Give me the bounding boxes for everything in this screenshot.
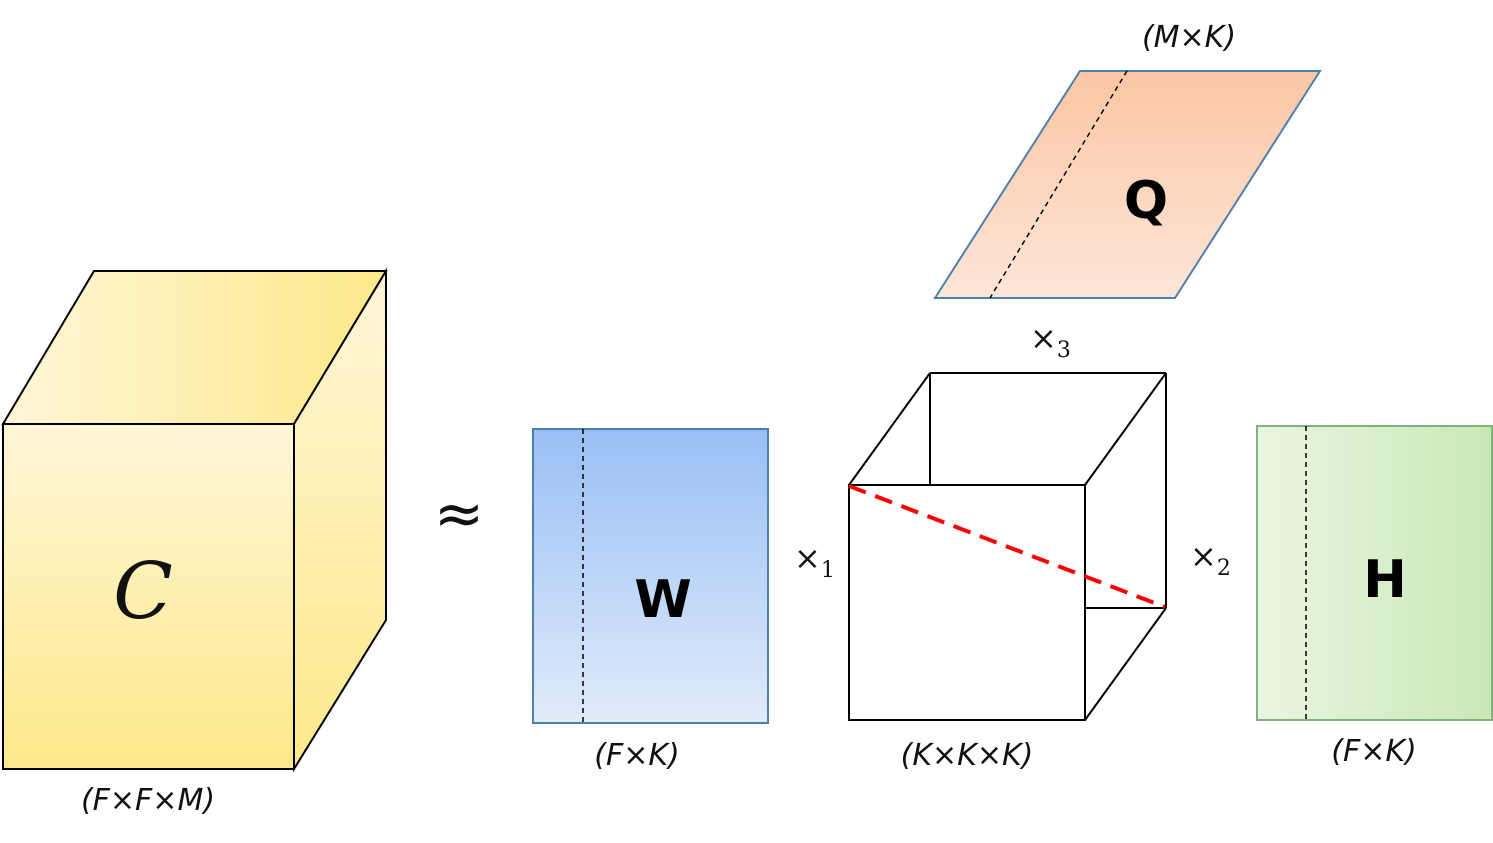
matrix-h-dims: (F×K) (1331, 734, 1416, 769)
matrix-q-symbol: Q (1124, 171, 1168, 231)
tensor-c: C (F×F×M) (1, 267, 388, 818)
matrix-h-body (1256, 425, 1493, 721)
tensor-c-symbol: C (113, 547, 173, 637)
matrix-w-dims: (F×K) (594, 738, 679, 773)
mode3-product-operator: ×3 (1030, 319, 1071, 363)
core-tensor-bottom-right-depth-edge (1084, 607, 1167, 721)
mode2-product-index: 2 (1217, 556, 1231, 581)
core-tensor-front-face (848, 484, 1086, 721)
tensor-c-dims: (F×F×M) (81, 783, 215, 818)
svg-text:×1: ×1 (794, 539, 835, 583)
svg-text:×3: ×3 (1030, 319, 1071, 363)
matrix-h-symbol: H (1363, 550, 1407, 610)
core-tensor-superdiagonal (848, 484, 1166, 609)
tensor-c-front-face (2, 423, 295, 770)
matrix-q-body (933, 70, 1322, 299)
mode2-product-sign: × (1190, 537, 1217, 575)
core-tensor-top-left-depth-edge (848, 372, 931, 486)
matrix-q-dims: (M×K) (1142, 20, 1236, 55)
matrix-h: H (F×K) (1256, 425, 1493, 769)
mode3-product-sign: × (1030, 319, 1057, 357)
matrix-w: W (F×K) (532, 428, 769, 773)
mode2-product-operator: ×2 (1190, 537, 1231, 581)
matrix-w-symbol: W (634, 570, 691, 630)
mode3-product-index: 3 (1057, 338, 1071, 363)
mode1-product-sign: × (794, 539, 821, 577)
core-tensor-top-right-depth-edge (1084, 372, 1167, 486)
core-tensor: (K×K×K) (848, 372, 1167, 773)
matrix-w-body (532, 428, 769, 724)
approx-symbol: ≈ (434, 479, 484, 549)
mode1-product-operator: ×1 (794, 539, 835, 583)
svg-text:×2: ×2 (1190, 537, 1231, 581)
matrix-q-column-marker (989, 70, 1128, 299)
core-tensor-dims: (K×K×K) (901, 738, 1034, 773)
mode1-product-index: 1 (821, 558, 835, 583)
matrix-q: Q (M×K) (933, 20, 1322, 299)
